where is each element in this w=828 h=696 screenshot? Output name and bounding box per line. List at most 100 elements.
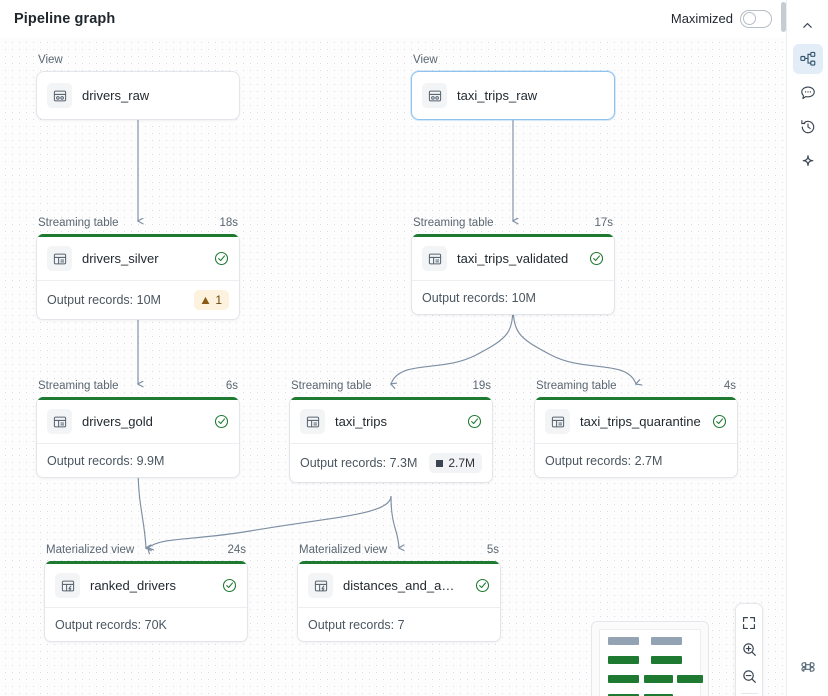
node-status-bar — [37, 234, 239, 237]
node-kind: Streaming table — [38, 380, 119, 392]
edge-validated-to-quarantine — [512, 300, 636, 384]
streaming-table-icon — [47, 246, 72, 271]
node-title: taxi_trips_validated — [457, 251, 569, 266]
header-actions: Maximized — [670, 9, 772, 28]
panel-scrollbar[interactable] — [781, 2, 786, 32]
node-kind: Streaming table — [291, 380, 372, 392]
pipeline-graph-panel: Pipeline graph Maximized — [0, 0, 786, 696]
warning-count: 1 — [215, 293, 222, 307]
zoom-out-button[interactable] — [736, 663, 762, 690]
check-circle-icon — [712, 414, 727, 429]
node-card[interactable]: drivers_raw — [36, 71, 240, 120]
shortcuts-button[interactable] — [793, 652, 823, 682]
node-status-bar — [37, 397, 239, 400]
output-records: Output records: 9.9M — [47, 453, 165, 468]
comments-button[interactable] — [793, 78, 823, 108]
node-drivers-raw[interactable]: View drivers_raw — [36, 54, 240, 120]
node-title: taxi_trips — [335, 414, 388, 429]
node-meta: Streaming table 18s — [36, 217, 240, 234]
node-kind: Materialized view — [46, 544, 135, 556]
record-count-badge[interactable]: 2.7M — [429, 453, 482, 473]
assistant-button[interactable] — [793, 146, 823, 176]
record-count-value: 2.7M — [448, 456, 475, 470]
right-rail — [786, 0, 828, 696]
node-meta: Streaming table 19s — [289, 380, 493, 397]
node-duration: 5s — [486, 544, 499, 556]
fit-screen-icon — [742, 616, 756, 629]
check-circle-icon — [214, 251, 229, 266]
node-header: taxi_trips_raw — [412, 72, 614, 119]
streaming-table-icon — [47, 409, 72, 434]
check-circle-icon — [475, 578, 490, 593]
node-title: drivers_raw — [82, 88, 150, 103]
node-drivers-silver[interactable]: Streaming table 18s drivers_sil — [36, 217, 240, 320]
node-header: drivers_raw — [37, 72, 239, 119]
check-circle-icon — [222, 578, 237, 593]
fit-view-button[interactable] — [736, 609, 762, 636]
command-key-icon — [800, 662, 815, 672]
node-duration: 24s — [227, 544, 246, 556]
node-footer: Output records: 7.3M 2.7M — [290, 443, 492, 482]
node-status-bar — [290, 397, 492, 400]
node-kind: Materialized view — [299, 544, 388, 556]
node-kind: View — [38, 54, 63, 66]
node-meta: Materialized view 5s — [297, 544, 501, 561]
warning-badge[interactable]: 1 — [194, 290, 229, 310]
page-title: Pipeline graph — [14, 10, 116, 27]
node-duration: 17s — [594, 217, 613, 229]
maximized-label: Maximized — [670, 11, 733, 26]
check-circle-icon — [214, 414, 229, 429]
node-meta: View — [411, 54, 615, 71]
minimap[interactable] — [591, 621, 709, 696]
node-card[interactable]: distances_and_amounts_b... Output record… — [297, 561, 501, 642]
node-status-bar — [45, 561, 247, 564]
node-card[interactable]: taxi_trips_raw — [411, 71, 615, 120]
zoom-in-button[interactable] — [736, 636, 762, 663]
node-header: taxi_trips_quarantine — [535, 400, 737, 443]
node-meta: Streaming table 6s — [36, 380, 240, 397]
node-footer: Output records: 7 — [298, 607, 500, 641]
node-taxi-trips-raw[interactable]: View taxi_trips_raw — [411, 54, 615, 120]
sparkle-icon — [802, 155, 813, 167]
output-records: Output records: 70K — [55, 617, 167, 632]
pipeline-graph-button[interactable] — [792, 44, 823, 74]
node-card[interactable]: taxi_trips_validated Output records: 10M — [411, 234, 615, 315]
maximized-toggle[interactable] — [740, 9, 772, 28]
node-distances-and-amounts[interactable]: Materialized view 5s distances_ — [297, 544, 501, 642]
node-card[interactable]: taxi_trips Output records: 7.3M 2. — [289, 397, 493, 483]
node-card[interactable]: drivers_gold Output records: 9.9M — [36, 397, 240, 478]
node-card[interactable]: drivers_silver Output records: 10M — [36, 234, 240, 320]
node-kind: Streaming table — [536, 380, 617, 392]
node-duration: 4s — [723, 380, 736, 392]
output-records: Output records: 10M — [422, 290, 536, 305]
output-records: Output records: 7.3M — [300, 456, 418, 470]
minimap-node — [608, 694, 639, 696]
minimap-node — [677, 675, 703, 683]
minimap-node — [608, 637, 639, 645]
node-kind: View — [413, 54, 438, 66]
node-card[interactable]: taxi_trips_quarantine Output records: 2.… — [534, 397, 738, 478]
collapse-panel-button[interactable] — [793, 10, 823, 40]
node-kind: Streaming table — [38, 217, 119, 229]
node-card[interactable]: ranked_drivers Output records: 70K — [44, 561, 248, 642]
node-title: ranked_drivers — [90, 578, 176, 593]
output-records: Output records: 10M — [47, 293, 161, 307]
node-header: distances_and_amounts_b... — [298, 564, 500, 607]
node-drivers-gold[interactable]: Streaming table 6s drivers_gold — [36, 380, 240, 478]
node-header: taxi_trips — [290, 400, 492, 443]
node-taxi-trips[interactable]: Streaming table 19s taxi_trips — [289, 380, 493, 483]
node-taxi-trips-quarantine[interactable]: Streaming table 4s taxi_trips_q — [534, 380, 738, 478]
warning-triangle-icon — [201, 296, 210, 304]
streaming-table-icon — [422, 246, 447, 271]
node-title: taxi_trips_quarantine — [580, 414, 701, 429]
history-button[interactable] — [793, 112, 823, 142]
node-taxi-trips-validated[interactable]: Streaming table 17s taxi_trips_ — [411, 217, 615, 315]
graph-canvas[interactable]: View drivers_raw — [0, 37, 786, 696]
chevron-up-icon — [803, 22, 812, 28]
node-header: ranked_drivers — [45, 564, 247, 607]
node-title: distances_and_amounts_b... — [343, 578, 465, 593]
streaming-table-icon — [300, 409, 325, 434]
zoom-in-icon — [742, 643, 756, 656]
node-ranked-drivers[interactable]: Materialized view 24s ranked_dr — [44, 544, 248, 642]
